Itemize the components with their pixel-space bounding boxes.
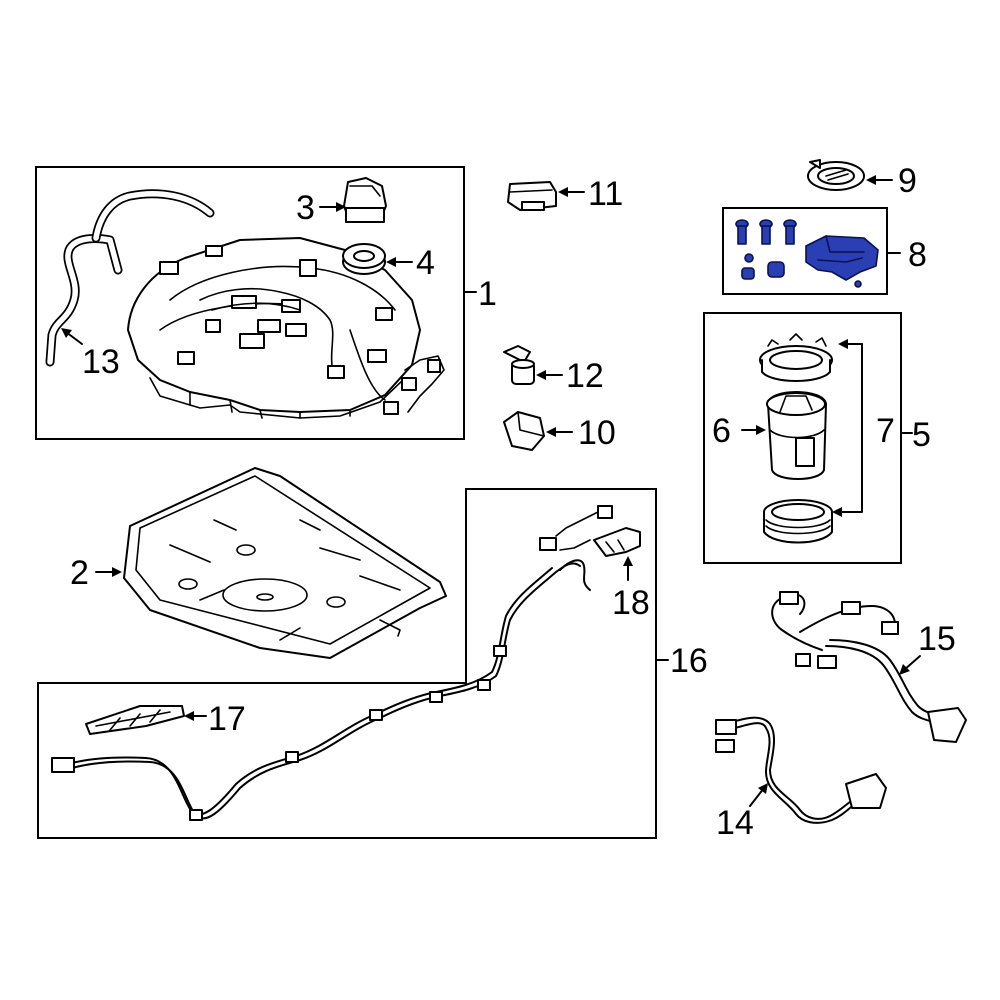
fuel-tank[interactable] <box>127 237 445 419</box>
vent-valve-kit-frame <box>722 207 888 295</box>
callout-13: 13 <box>82 343 120 381</box>
callout-4: 4 <box>416 244 435 282</box>
fuel-pump-module[interactable] <box>766 391 827 480</box>
callout-2: 2 <box>70 554 89 592</box>
kit-washer <box>744 253 754 263</box>
callout-18: 18 <box>612 584 650 622</box>
callout-14: 14 <box>716 804 754 842</box>
vent-valve-kit[interactable] <box>735 219 879 288</box>
fuel-pump-group-frame <box>703 312 902 564</box>
fuel-line[interactable] <box>51 505 613 821</box>
callout-9: 9 <box>898 162 917 200</box>
kit-screw <box>783 219 797 245</box>
fuel-line-group-frame <box>37 488 657 839</box>
callout-6: 6 <box>712 412 731 450</box>
callout-5: 5 <box>912 416 931 454</box>
callout-17: 17 <box>208 700 246 738</box>
wiring-harness-lower[interactable] <box>715 716 887 824</box>
callout-1: 1 <box>478 275 497 313</box>
fuel-tank-group-frame <box>35 166 465 440</box>
callout-16: 16 <box>670 642 708 680</box>
lock-ring[interactable] <box>759 333 833 382</box>
line-clip-bracket[interactable] <box>593 527 641 557</box>
wiring-harness-upper[interactable] <box>771 591 967 743</box>
kit-grommet <box>741 267 755 280</box>
vent-hose[interactable] <box>45 189 215 367</box>
tank-shield[interactable] <box>123 467 447 659</box>
callout-15: 15 <box>918 620 956 658</box>
sealing-ring[interactable] <box>342 243 386 275</box>
callout-11: 11 <box>588 175 623 213</box>
seal-ring[interactable] <box>763 499 833 544</box>
callout-3: 3 <box>296 189 315 227</box>
callout-12: 12 <box>566 357 604 395</box>
kit-screw <box>759 219 773 245</box>
fuel-filler-cap[interactable] <box>343 177 387 223</box>
callout-7: 7 <box>876 412 895 450</box>
kit-grommet <box>767 261 785 278</box>
sensor[interactable] <box>503 411 545 451</box>
kit-valve-body <box>805 235 879 281</box>
valve[interactable] <box>503 345 535 385</box>
heat-shield[interactable] <box>85 705 185 735</box>
leader-lines <box>61 175 921 807</box>
kit-screw <box>735 219 749 245</box>
seal-plate[interactable] <box>807 159 865 191</box>
callout-labels: 1 2 3 4 5 6 7 8 9 10 11 12 13 14 15 16 1… <box>70 162 956 842</box>
callout-8: 8 <box>908 236 927 274</box>
control-module[interactable] <box>507 181 557 211</box>
callout-10: 10 <box>578 414 616 452</box>
